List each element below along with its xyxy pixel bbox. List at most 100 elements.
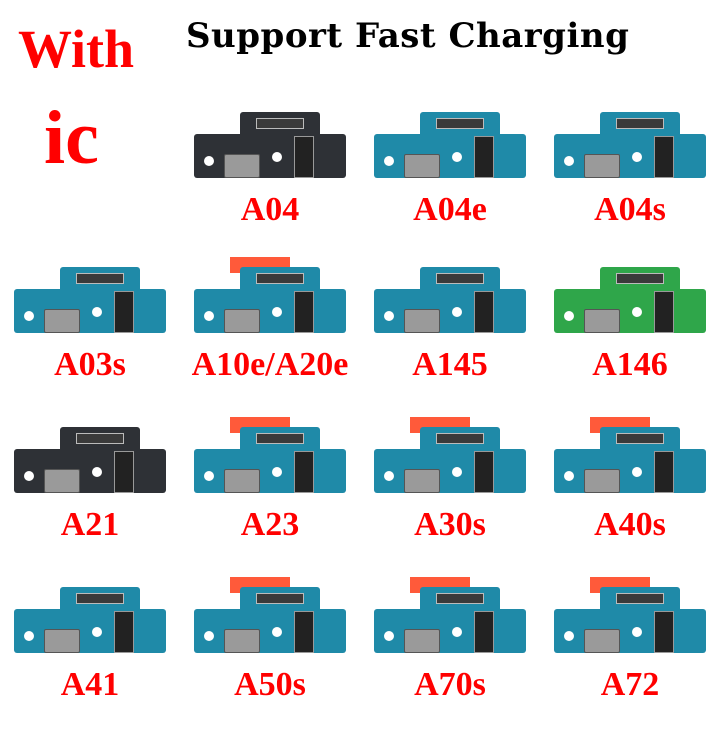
pcb-body (374, 289, 526, 333)
model-label: A146 (592, 346, 668, 383)
charging-port-board-image (370, 575, 530, 665)
usb-c-port (404, 629, 440, 653)
pcb-body (14, 289, 166, 333)
pcb-body (194, 449, 346, 493)
mount-hole (564, 471, 574, 481)
board-connector (436, 593, 484, 604)
pcb-body (374, 449, 526, 493)
usb-c-port (224, 629, 260, 653)
mount-hole (384, 631, 394, 641)
product-card: A21 (2, 415, 178, 575)
pcb-body (14, 449, 166, 493)
board-connector (436, 433, 484, 444)
mount-hole (92, 307, 102, 317)
audio-jack (474, 136, 494, 178)
board-connector (256, 433, 304, 444)
usb-c-port (44, 469, 80, 493)
usb-c-port (584, 154, 620, 178)
charging-port-board-image (10, 255, 170, 345)
model-label: A30s (414, 506, 486, 543)
mount-hole (204, 156, 214, 166)
model-label: A04 (240, 191, 300, 228)
audio-jack (654, 611, 674, 653)
mount-hole (204, 631, 214, 641)
model-label: A72 (600, 666, 660, 703)
mount-hole (92, 627, 102, 637)
board-connector (616, 593, 664, 604)
model-label: A50s (234, 666, 306, 703)
model-label: A10e/A20e (191, 346, 349, 383)
model-label: A41 (60, 666, 120, 703)
board-connector (76, 593, 124, 604)
ic-label: ic (44, 96, 99, 180)
audio-jack (294, 136, 314, 178)
mount-hole (24, 631, 34, 641)
product-card: A40s (542, 415, 718, 575)
board-connector (256, 273, 304, 284)
product-card: A70s (362, 575, 538, 735)
usb-c-port (224, 154, 260, 178)
pcb-body (194, 609, 346, 653)
mount-hole (24, 311, 34, 321)
mount-hole (272, 467, 282, 477)
usb-c-port (404, 469, 440, 493)
mount-hole (452, 152, 462, 162)
board-connector (436, 273, 484, 284)
mount-hole (272, 152, 282, 162)
mount-hole (452, 467, 462, 477)
charging-port-board-image (550, 575, 710, 665)
pcb-body (554, 449, 706, 493)
charging-port-board-image (370, 100, 530, 190)
audio-jack (294, 451, 314, 493)
product-card: A50s (182, 575, 358, 735)
charging-port-board-image (190, 575, 350, 665)
model-label: A23 (240, 506, 300, 543)
audio-jack (654, 451, 674, 493)
charging-port-board-image (370, 415, 530, 505)
mount-hole (632, 627, 642, 637)
charging-port-board-image (190, 255, 350, 345)
pcb-body (194, 134, 346, 178)
charging-port-board-image (190, 415, 350, 505)
mount-hole (452, 627, 462, 637)
product-card: A04s (542, 100, 718, 260)
audio-jack (114, 291, 134, 333)
charging-port-board-image (550, 100, 710, 190)
audio-jack (474, 291, 494, 333)
mount-hole (564, 631, 574, 641)
usb-c-port (224, 469, 260, 493)
with-label: With (18, 19, 135, 79)
audio-jack (114, 611, 134, 653)
mount-hole (204, 471, 214, 481)
audio-jack (474, 611, 494, 653)
mount-hole (632, 152, 642, 162)
board-connector (76, 273, 124, 284)
product-card: A30s (362, 415, 538, 575)
board-connector (256, 593, 304, 604)
mount-hole (384, 471, 394, 481)
pcb-body (374, 609, 526, 653)
audio-jack (114, 451, 134, 493)
mount-hole (24, 471, 34, 481)
pcb-body (554, 609, 706, 653)
charging-port-board-image (550, 255, 710, 345)
headline: Support Fast Charging (186, 16, 630, 56)
charging-port-board-image (10, 415, 170, 505)
usb-c-port (584, 469, 620, 493)
model-label: A04s (594, 191, 666, 228)
pcb-body (14, 609, 166, 653)
usb-c-port (44, 629, 80, 653)
usb-c-port (584, 629, 620, 653)
product-card: A03s (2, 255, 178, 415)
pcb-body (374, 134, 526, 178)
charging-port-board-image (10, 575, 170, 665)
usb-c-port (404, 154, 440, 178)
product-card: A41 (2, 575, 178, 735)
usb-c-port (404, 309, 440, 333)
mount-hole (384, 311, 394, 321)
pcb-body (194, 289, 346, 333)
mount-hole (272, 307, 282, 317)
product-card: A23 (182, 415, 358, 575)
product-card: A04e (362, 100, 538, 260)
model-label: A03s (54, 346, 126, 383)
